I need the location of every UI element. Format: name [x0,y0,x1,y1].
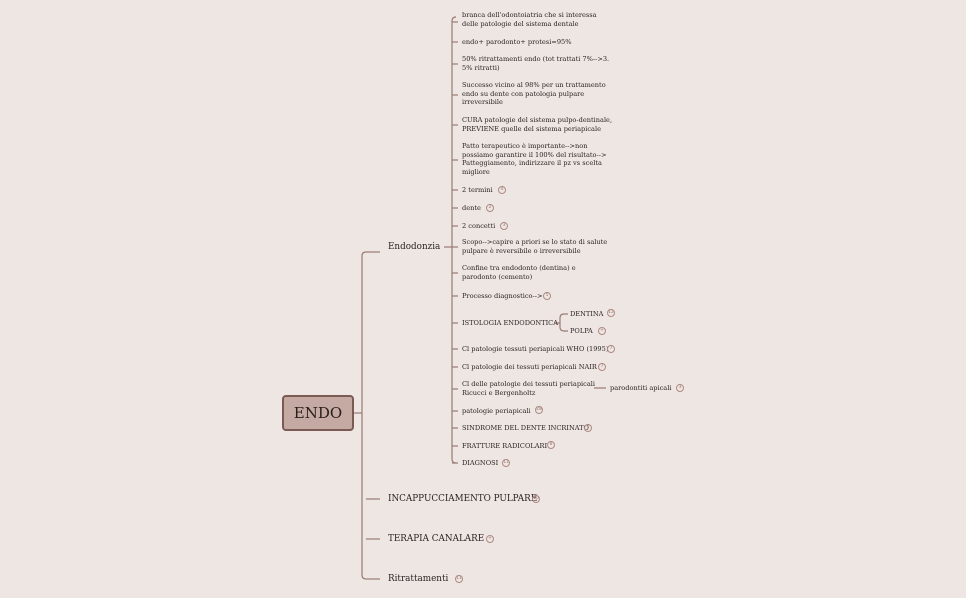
topic-node[interactable]: 2 termini [462,186,493,194]
expand-badge[interactable]: + [598,327,606,335]
topic-node[interactable]: Cl patologie tessuti periapicali WHO (19… [462,345,609,353]
topic-node[interactable]: Scopo-->capire a priori se lo stato di s… [462,238,608,255]
count-badge[interactable]: 11 [455,575,463,583]
topic-node[interactable]: CURA patologie del sistema pulpo-dentina… [462,116,613,133]
topic-node[interactable]: SINDROME DEL DENTE INCRINATO [462,424,589,432]
topic-node[interactable]: patologie periapicali [462,407,531,415]
count-badge[interactable]: 3 [500,222,508,230]
topic-node[interactable]: Patto terapeutico è importante-->non pos… [462,142,607,176]
branch-label: INCAPPUCCIAMENTO PULPARE [388,494,538,504]
count-badge[interactable]: 2 [486,204,494,212]
branch-incappucciamento[interactable]: INCAPPUCCIAMENTO PULPARE [388,494,537,505]
topic-node[interactable]: parodontiti apicali [610,384,672,392]
branch-endodonzia[interactable]: Endodonzia [388,242,440,253]
branch-ritrattamenti[interactable]: Ritrattamenti [388,574,448,585]
branch-label: Endodonzia [388,242,441,252]
topic-node[interactable]: Successo vicino al 98% per un trattament… [462,81,606,107]
topic-node[interactable]: FRATTURE RADICOLARI [462,442,548,450]
topic-ricucci[interactable]: Cl delle patologie dei tessuti periapica… [462,380,596,397]
count-badge[interactable]: 4 [498,186,506,194]
topic-node[interactable]: Cl patologie dei tessuti periapicali NAI… [462,363,597,371]
topic-node[interactable]: 50% ritrattamenti endo (tot trattati 7%-… [462,55,610,72]
topic-node[interactable]: DIAGNOSI [462,459,499,467]
count-badge[interactable]: 8 [547,441,555,449]
topic-node[interactable]: POLPA [570,327,593,335]
topic-node[interactable]: dente [462,204,481,212]
count-badge[interactable]: 7 [584,424,592,432]
topic-node[interactable]: 2 concetti [462,222,496,230]
count-badge[interactable]: 3 [676,384,684,392]
branch-label: Ritrattamenti [388,574,449,584]
topic-node[interactable]: branca dell'odontoiatria che si interess… [462,11,597,28]
branch-label: TERAPIA CANALARE [388,534,485,544]
branch-terapia-canalare[interactable]: TERAPIA CANALARE [388,534,484,545]
count-badge[interactable]: 5 [543,292,551,300]
count-badge[interactable]: 7 [598,363,606,371]
topic-node[interactable]: endo+ parodonto+ protesi=95% [462,38,572,46]
topic-istologia[interactable]: ISTOLOGIA ENDODONTICA [462,319,558,327]
topic-node[interactable]: DENTINA [570,310,604,318]
count-badge[interactable]: 10 [532,495,540,503]
count-badge[interactable]: 28 [535,406,543,414]
topic-node[interactable]: Processo diagnostico--> [462,292,543,300]
root-node[interactable]: ENDO [282,395,354,431]
topic-node[interactable]: Confine tra endodonto (dentina) e parodo… [462,264,576,281]
root-label: ENDO [293,404,343,422]
expand-badge[interactable]: + [486,535,494,543]
count-badge[interactable]: 11 [502,459,510,467]
count-badge[interactable]: 12 [607,309,615,317]
count-badge[interactable]: 7 [607,345,615,353]
